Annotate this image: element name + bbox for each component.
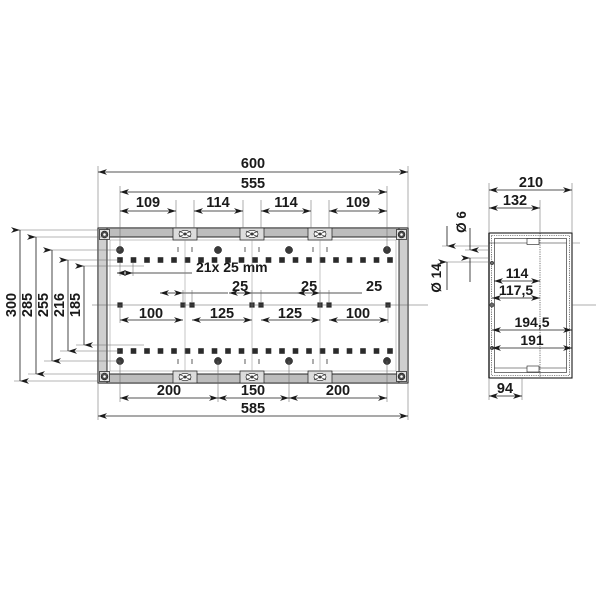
dim-300: 300: [4, 227, 29, 384]
dim-label-114-side: 114: [506, 265, 529, 281]
corner-screw: [99, 229, 110, 240]
dim-label-hole-pitch: 21x 25 mm: [196, 259, 268, 275]
dim-210: 210: [489, 175, 572, 193]
dim-label-125-left: 125: [210, 306, 234, 322]
dim-label-diameter-14: Ø 14: [429, 263, 444, 293]
hole-grid-bottom-row: [117, 348, 393, 354]
hinge: [172, 370, 198, 384]
dim-label-125-right: 125: [278, 306, 302, 322]
dim-label-191: 191: [520, 332, 544, 348]
corner-screw: [99, 371, 110, 382]
dim-segments-top: 109 114 114 109: [120, 195, 387, 214]
side-view-group: 210 132 Ø 6 Ø 14 114 117,5: [429, 175, 596, 400]
dim-255: 255: [36, 247, 61, 364]
dim-label-600: 600: [241, 156, 265, 172]
dim-label-100-right: 100: [346, 306, 370, 322]
hinge-tick-marks: [177, 247, 328, 364]
dim-label-117-5: 117,5: [499, 282, 533, 298]
hinge: [307, 370, 333, 384]
dim-label-94: 94: [497, 381, 513, 397]
dim-117-5: 117,5: [492, 282, 540, 301]
dim-label-300: 300: [4, 293, 20, 317]
extension-lines-vertical: [97, 166, 409, 420]
dim-114: 114: [494, 265, 540, 284]
hinge: [239, 370, 265, 384]
dim-132: 132: [489, 193, 540, 211]
dim-label-114-left: 114: [206, 195, 229, 211]
dim-191: 191: [492, 332, 572, 351]
dim-585: 585: [98, 401, 408, 419]
dim-label-216: 216: [52, 293, 68, 317]
dim-285: 285: [20, 234, 45, 377]
dim-label-210: 210: [519, 175, 543, 191]
hinge-group-bottom: [172, 370, 333, 384]
dim-label-25-c: 25: [366, 279, 382, 295]
dim-194-5: 194,5: [492, 314, 572, 333]
dim-label-185: 185: [68, 293, 84, 317]
dim-label-diameter-6: Ø 6: [454, 211, 469, 233]
dim-label-114-right: 114: [274, 195, 297, 211]
corner-screw-group: [99, 229, 407, 382]
hinge: [239, 227, 265, 241]
dim-555: 555: [120, 176, 387, 195]
dim-hole-pitch-note: 21x 25 mm: [117, 259, 268, 276]
dim-label-200-right: 200: [326, 383, 350, 399]
hinge-group-top: [172, 227, 333, 241]
dim-label-255: 255: [36, 293, 52, 317]
side-view-body: [488, 232, 596, 379]
dim-label-555: 555: [241, 176, 265, 192]
dim-label-109-left: 109: [136, 195, 160, 211]
hinge: [307, 227, 333, 241]
dim-600: 600: [98, 156, 408, 175]
dim-label-200-left: 200: [157, 383, 181, 399]
corner-screw: [396, 371, 407, 382]
front-view-group: 600 555 109 114 114 109: [4, 156, 428, 420]
construction-lines-vertical: [184, 240, 321, 371]
dim-label-150: 150: [241, 383, 265, 399]
dim-label-285: 285: [20, 293, 36, 317]
hinge: [172, 227, 198, 241]
dim-label-109-right: 109: [346, 195, 370, 211]
dim-diameter-6: Ø 6: [454, 211, 479, 282]
dim-216: 216: [52, 257, 77, 354]
dim-label-100-left: 100: [139, 306, 163, 322]
dim-label-585: 585: [241, 401, 265, 417]
corner-screw: [396, 229, 407, 240]
dim-185: 185: [68, 263, 93, 348]
dim-diameter-14: Ø 14: [429, 226, 456, 293]
dim-label-194-5: 194,5: [514, 314, 549, 330]
dim-94: 94: [489, 381, 522, 399]
dim-bottom-segments: 200 150 200: [120, 383, 387, 401]
dim-span-group: 100 125 125 100: [119, 305, 389, 323]
dim-label-132: 132: [503, 193, 527, 209]
